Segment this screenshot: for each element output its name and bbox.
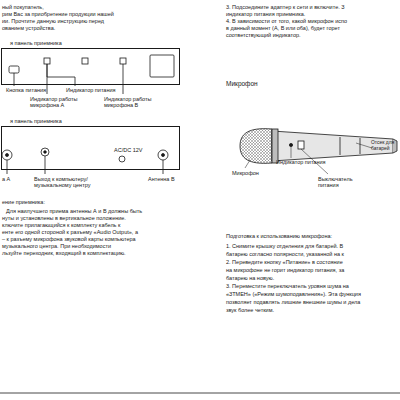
rear-panel: я панель приемникаAC/DC 12V (1, 126, 180, 170)
part-label: Выключатель питания (318, 176, 354, 189)
part-label: а A (2, 176, 10, 182)
section-heading: Подготовка к использованию микрофона: (226, 233, 332, 239)
rear-panel-connectors (2, 148, 168, 174)
body-line: льзуйте переходник, входящий в комплекта… (2, 250, 126, 256)
intro-line: ованием устройства. (2, 25, 55, 31)
section-heading: ение приемника: (2, 199, 45, 205)
part-label: Кнопка питания (6, 87, 46, 93)
body-line: батарею на новую. (226, 275, 274, 281)
body-line: Для наилучшего приема антенны А и В долж… (6, 208, 142, 214)
part-label: Индикатор питания (66, 87, 116, 93)
body-line: нуты и установлены в вертикальное положе… (2, 215, 126, 221)
body-line: «ЗТМЕН» («Режим шумоподавления»). Эта фу… (226, 291, 361, 297)
intro-line: ии. Прочтите данную инструкцию перед (2, 18, 104, 24)
body-line: 2. Переведите кнопку «Питание» в состоян… (226, 259, 343, 265)
intro-line: ный покупатель, (2, 4, 44, 10)
body-line: 3. Подсоедините адаптер к сети и включит… (226, 4, 345, 10)
part-label: Индикатор питания (276, 159, 326, 165)
body-line: музыкального центра. При необходимости (2, 243, 111, 249)
body-line: 3. Переместите переключатель уровня шума… (226, 283, 349, 289)
part-label: Выход к компьютеру/ музыкальному центру (34, 176, 92, 189)
body-line: соответствующий индикатор. (226, 32, 301, 38)
intro-line: рим Вас за приобретение продукции нашей (2, 11, 114, 17)
panel-marking: AC/DC 12V (114, 147, 142, 153)
body-line: в данный момент (А, В или оба), будет го… (226, 25, 340, 31)
body-line: – к разъему микрофона звуковой карты ком… (2, 236, 136, 242)
part-label: Индикатор работы микрофона В (104, 96, 154, 109)
panel-heading: я панель приемника (10, 40, 62, 46)
part-label: Индикатор работы микрофона А (30, 96, 80, 109)
section-heading: Микрофон (226, 80, 258, 87)
part-label: Отсек для батарей (371, 140, 397, 151)
page-rule (0, 393, 400, 394)
body-line: 1. Снимите крышку отделения для батарей.… (226, 243, 343, 249)
body-line: позволяет подавлять лишние внешние шумы … (226, 299, 360, 305)
body-line: ключите прилагающийся к комплекту кабель… (2, 222, 120, 228)
body-line: енте его одной стороной к разъему «Audio… (2, 229, 138, 235)
front-panel: я панель приемника (1, 48, 180, 85)
body-line: звук более четким. (226, 307, 274, 313)
part-label: Микрофон (232, 170, 259, 176)
panel-heading: я панель приемника (10, 118, 62, 124)
body-line: индикатор питания приемника. (226, 11, 305, 17)
body-line: на микрофоне не горит индикатор питания,… (226, 267, 344, 273)
microphone-illustration (240, 129, 397, 174)
body-line: 4. В зависимости от того, какой микрофон… (226, 18, 347, 24)
body-line: батарею согласно полярности, указанной н… (226, 251, 344, 257)
part-label: Антенна В (148, 176, 175, 182)
